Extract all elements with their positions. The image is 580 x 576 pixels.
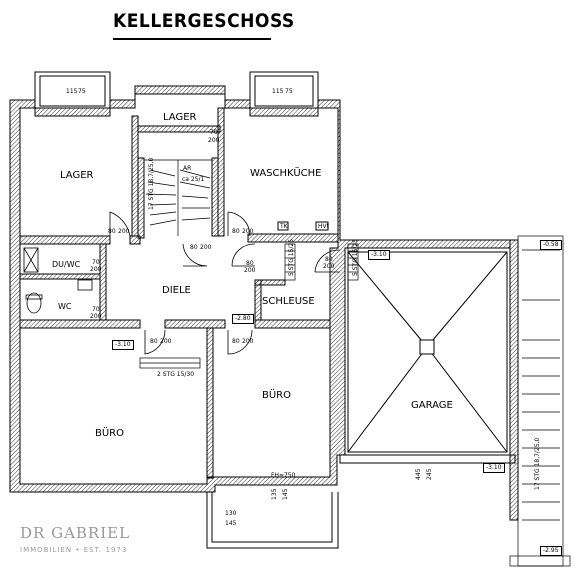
room-lager-top: LAGER	[163, 112, 197, 123]
dim-wasch-door-w: 80	[232, 228, 240, 235]
room-buero-left: BÜRO	[95, 428, 124, 439]
dim-window-right-b: 75	[285, 88, 293, 95]
drawing-title: KELLERGESCHOSS	[113, 10, 295, 32]
title-underline	[113, 38, 271, 40]
dim-wasch-door-h: 200	[242, 228, 254, 235]
door-swings	[109, 211, 341, 355]
main-stairs	[143, 159, 213, 236]
room-waschkueche: WASCHKÜCHE	[250, 168, 322, 179]
level-diele: -2.80	[232, 314, 254, 324]
dim-schleuse-door-w: 80	[325, 256, 333, 263]
wall-stair-left	[137, 157, 145, 239]
lightwell-left	[34, 71, 111, 109]
dim-buero-l-door-h: 200	[160, 338, 172, 345]
dim-diele-door-w: 80	[246, 260, 254, 267]
watermark-logo: DR GABRIEL	[20, 524, 131, 542]
dim-wc-door-h: 200	[90, 313, 102, 320]
dim-lagerl-door-w: 80	[108, 228, 116, 235]
dim-lager-door-w: 70	[210, 129, 218, 136]
dim-garage-gate-b: 245	[426, 468, 433, 480]
dim-window-right-a: 115	[272, 88, 284, 95]
watermark-tagline: IMMOBILIEN • EST. 1973	[20, 546, 128, 554]
wall-schleuse-left	[254, 279, 262, 321]
dim-window-bottom-a: 130	[225, 510, 237, 517]
room-wc: WC	[58, 302, 72, 311]
dim-stairs-small: 5 STG 15/25	[288, 238, 295, 276]
label-hvt: HVt	[318, 223, 329, 230]
dim-duwc-door-w: 70	[92, 259, 100, 266]
dim-lagerl-door-h: 200	[118, 228, 130, 235]
dim-diele-door-h: 200	[244, 267, 256, 274]
dim-window-bottom-d: 145	[282, 488, 289, 500]
dim-buero-r-door-w: 80	[232, 338, 240, 345]
wall-wc-right	[99, 243, 107, 321]
label-tk: TK	[280, 223, 288, 230]
dim-stair-door-h: 200	[200, 244, 212, 251]
dim-stairs-ar-val: ca 25/1	[182, 176, 205, 183]
wall-lagertop-bottom	[137, 125, 221, 133]
outdoor-stairs	[509, 235, 571, 567]
dim-stairs-buero: 2 STG 15/30	[157, 371, 195, 378]
room-schleuse: SCHLEUSE	[262, 296, 315, 307]
wall-lager-bottom	[19, 235, 111, 245]
garage-outline	[339, 239, 519, 521]
dim-wc-door-w: 70	[92, 306, 100, 313]
dim-stairs-ar: AR	[183, 165, 192, 172]
lightwell-right	[249, 71, 319, 109]
dim-stair-door-w: 80	[190, 244, 198, 251]
dim-window-bottom-b: 145	[225, 520, 237, 527]
dim-window-bottom-c: 135	[271, 488, 278, 500]
wall-buero-mid	[206, 327, 214, 479]
room-garage: GARAGE	[411, 400, 453, 411]
dim-buero-r-door-h: 200	[242, 338, 254, 345]
dim-buero-l-door-w: 80	[150, 338, 158, 345]
dim-stairs-main: 17 STG 18,7/25,0	[148, 157, 155, 210]
dim-window-left-a: 115	[66, 88, 78, 95]
small-stairs	[284, 243, 359, 281]
level-buero-left: -3.10	[112, 340, 134, 350]
dim-stairs-garage: 5 STG 15/25	[352, 238, 359, 276]
level-garage-top: -3.10	[368, 250, 390, 260]
office-stairs	[139, 357, 201, 369]
dim-lager-door-h: 200	[208, 137, 220, 144]
level-outside-top: -0.58	[540, 240, 562, 250]
room-lager-left: LAGER	[60, 170, 94, 181]
room-buero-right: BÜRO	[262, 390, 291, 401]
dim-garage-gate-a: 445	[415, 468, 422, 480]
dim-buero-fh: FH=750	[271, 472, 296, 479]
room-dusche-wc: DU/WC	[52, 260, 81, 269]
dim-schleuse-door-h: 200	[323, 263, 335, 270]
bottom-terrace	[206, 492, 339, 549]
dim-window-left-b: 75	[78, 88, 86, 95]
wall-stair-right	[211, 157, 219, 237]
level-garage-bottom: -3.10	[483, 463, 505, 473]
room-diele: DIELE	[162, 285, 191, 296]
wall-lager-right	[131, 115, 139, 237]
sanitary-fixtures	[23, 247, 93, 314]
wall-diele-bottom	[19, 319, 141, 329]
level-outside-bottom: -2.95	[540, 546, 562, 556]
dim-duwc-door-h: 200	[90, 266, 102, 273]
dim-stairs-right: 17 STG 18,7/25,0	[534, 437, 541, 490]
